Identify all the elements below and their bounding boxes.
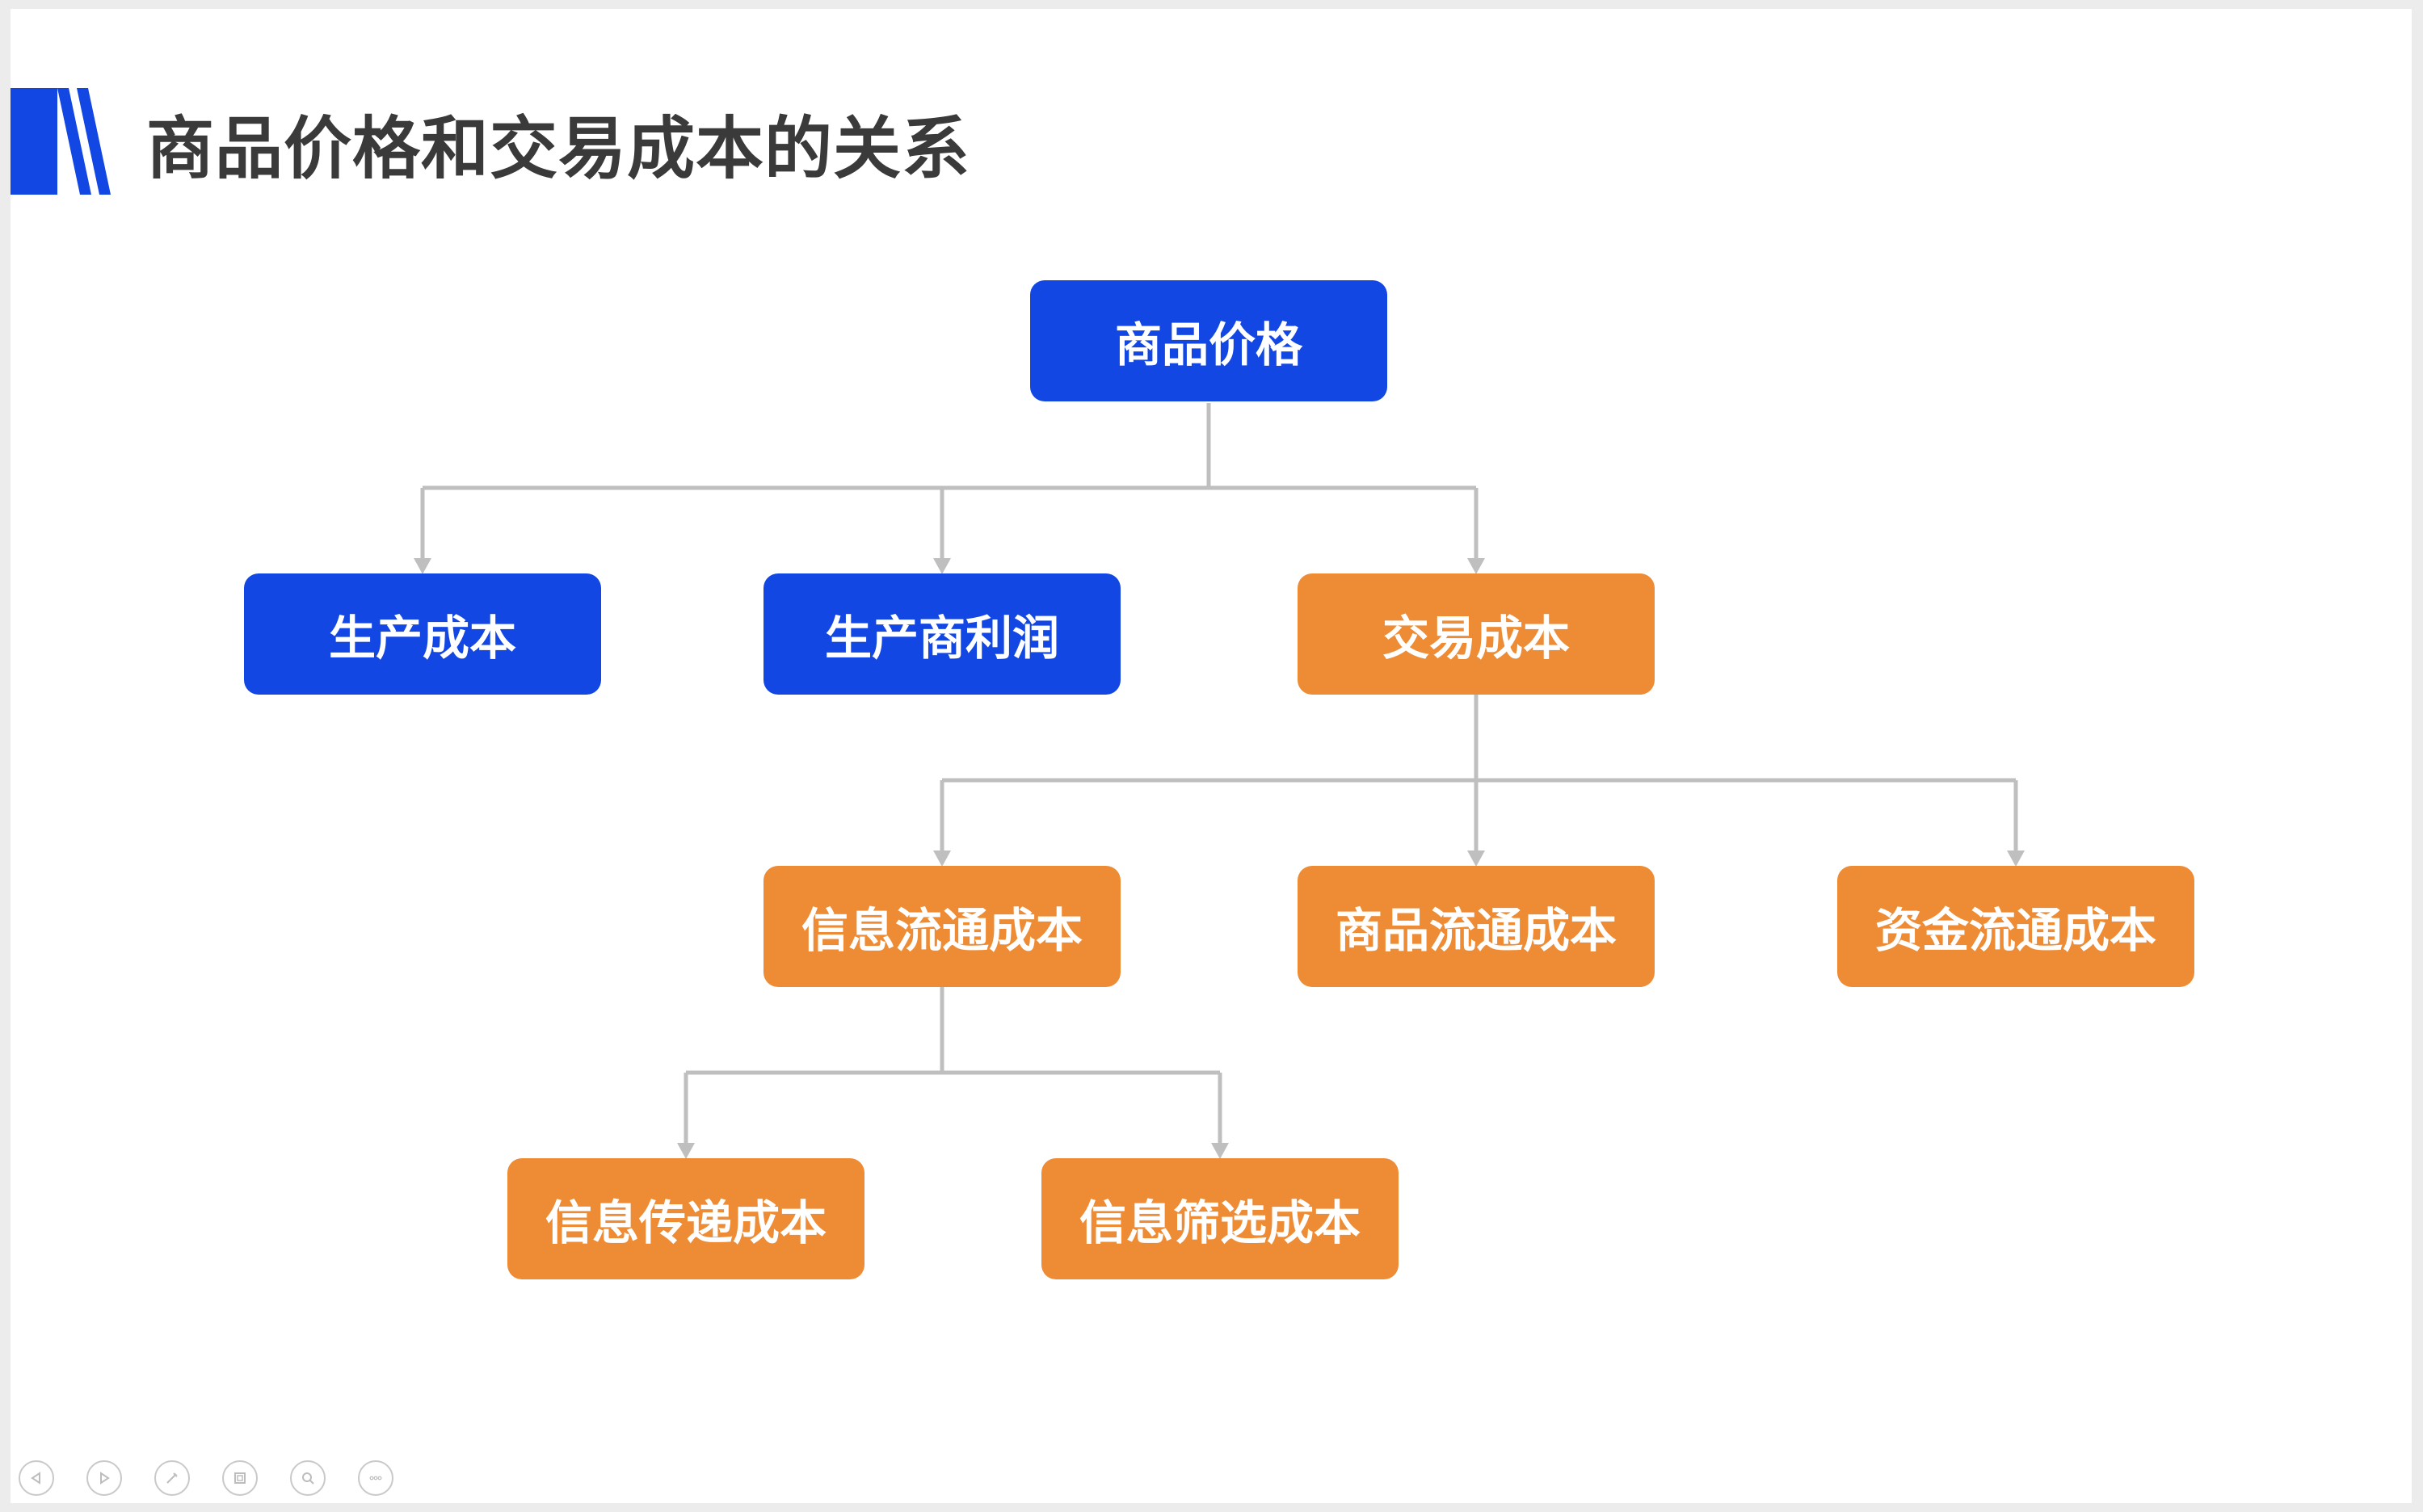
page-title: 商品价格和交易成本的关系 (146, 109, 971, 188)
screen-icon[interactable] (222, 1460, 258, 1496)
more-icon[interactable] (358, 1460, 393, 1496)
next-icon[interactable] (86, 1460, 122, 1496)
node-goods-flow-cost: 商品流通成本 (1298, 866, 1655, 987)
node-product-price: 商品价格 (1030, 280, 1387, 401)
node-label: 资金流通成本 (1874, 903, 2156, 958)
node-producer-profit: 生产商利润 (763, 573, 1121, 695)
node-label: 商品价格 (1114, 317, 1302, 372)
pen-icon[interactable] (154, 1460, 190, 1496)
slide: 商品价格和交易成本的关系 (11, 9, 2412, 1503)
node-label: 信息筛选成本 (1079, 1195, 1361, 1250)
node-label: 生产成本 (328, 611, 516, 666)
node-info-filter-cost: 信息筛选成本 (1041, 1158, 1399, 1279)
node-label: 信息传递成本 (545, 1195, 827, 1250)
node-capital-flow-cost: 资金流通成本 (1837, 866, 2194, 987)
node-info-transfer-cost: 信息传递成本 (507, 1158, 864, 1279)
node-label: 生产商利润 (824, 611, 1059, 666)
node-production-cost: 生产成本 (244, 573, 601, 695)
prev-icon[interactable] (19, 1460, 54, 1496)
title-decoration (11, 88, 111, 195)
node-label: 交易成本 (1382, 611, 1570, 666)
presentation-toolbar (19, 1460, 393, 1499)
node-transaction-cost: 交易成本 (1298, 573, 1655, 695)
node-info-flow-cost: 信息流通成本 (763, 866, 1121, 987)
zoom-icon[interactable] (290, 1460, 326, 1496)
node-label: 信息流通成本 (801, 903, 1083, 958)
node-label: 商品流通成本 (1335, 903, 1617, 958)
connector-lines (414, 403, 2025, 1159)
